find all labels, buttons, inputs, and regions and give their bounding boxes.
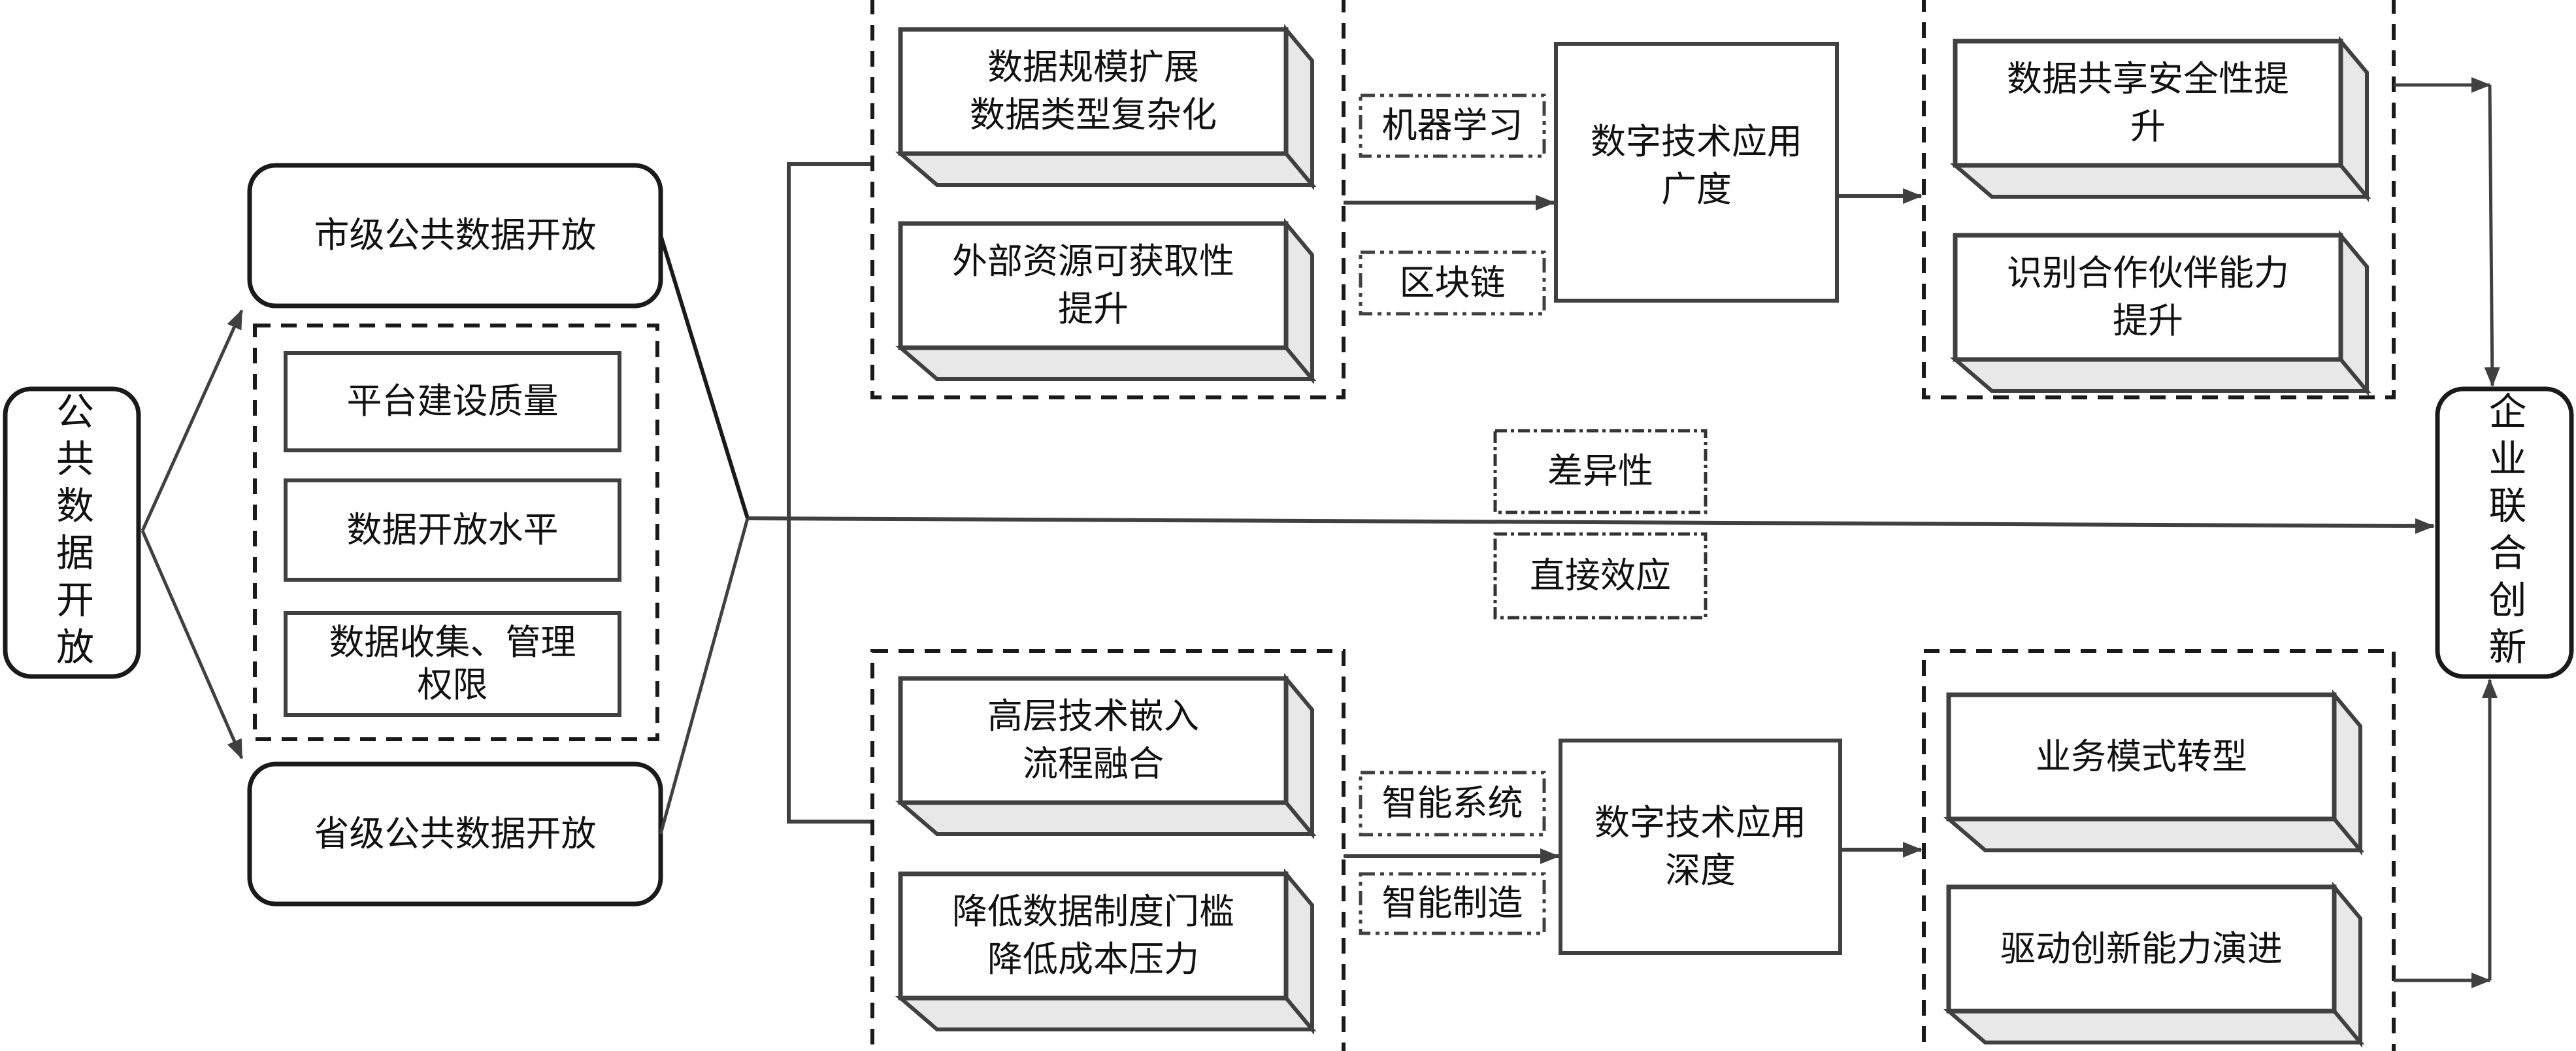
tech-label-intelligent-manufacturing: 智能制造 [1381,882,1523,924]
box3d-depth-input-embedding [895,673,1317,840]
depth-input-label-cost: 降低数据制度门槛 降低成本压力 [952,891,1234,980]
dimension-box-platform [284,351,621,452]
box3d-depth-outcome-business-front-face [1946,692,2337,822]
box3d-breadth-outcome-security-front-face [1953,39,2343,168]
breadth-inputs-group [870,0,1346,399]
dimensions-group [253,324,659,741]
tech-box-intelligent-manufacturing [1359,872,1546,935]
breadth-input-label-resources: 外部资源可获取性 提升 [952,241,1234,329]
connector-city-to-hub [659,235,750,519]
box3d-depth-input-cost-bottom-face [895,996,1317,1031]
depth-inputs-group [870,649,1346,1051]
dimension-label-management: 数据收集、管理 权限 [329,622,576,705]
breadth-outcomes-group [1922,0,2396,399]
arrow-source-to-city [140,309,244,532]
box3d-depth-outcome-innovation [1943,881,2365,1048]
dimension-box-openness [284,478,621,582]
box3d-depth-input-embedding-front-face [898,676,1289,805]
source-label: 公共数据开放 [50,392,94,674]
box3d-depth-outcome-innovation-bottom-face [1943,1009,2365,1044]
dimension-label-openness: 数据开放水平 [346,509,559,550]
box3d-breadth-input-resources [895,218,1317,385]
dimension-box-management [284,611,621,717]
connector-province-to-hub [659,518,750,835]
tech-label-machine-learning: 机器学习 [1381,105,1523,146]
box3d-breadth-outcome-security-bottom-face [1949,163,2371,199]
arrow-source-to-province [140,529,244,759]
tech-box-machine-learning [1359,93,1546,158]
depth-node-box [1559,739,1842,955]
box3d-breadth-input-scale-front-face [898,27,1289,156]
source-box [3,386,141,679]
depth-outcome-label-innovation: 驱动创新能力演进 [2000,927,2283,969]
connector-hub-branches [787,162,871,824]
depth-outcomes-group [1922,649,2396,1051]
tech-box-blockchain [1359,250,1546,316]
tech-label-blockchain: 区块链 [1399,261,1506,303]
box3d-breadth-outcome-security [1949,35,2371,203]
depth-node-label: 数字技术应用 深度 [1594,801,1806,891]
box3d-depth-outcome-innovation-front-face [1946,884,2337,1014]
breadth-node-box [1554,42,1839,303]
direct-label-heterogeneity: 差异性 [1547,450,1653,492]
city-level-label: 市级公共数据开放 [314,214,597,256]
tech-label-intelligent-systems: 智能系统 [1381,782,1523,824]
target-label: 企业联合创新 [2482,392,2527,674]
arrow-direct-effect [747,516,2435,534]
box3d-breadth-outcome-partners-front-face [1953,233,2343,362]
box3d-breadth-input-resources-bottom-face [895,346,1317,381]
box3d-depth-outcome-business-bottom-face [1943,817,2365,852]
province-level-label: 省级公共数据开放 [314,812,597,854]
breadth-outcome-label-partners: 识别合作伙伴能力 提升 [2007,252,2289,341]
box3d-breadth-input-resources-front-face [898,221,1289,350]
breadth-input-label-scale: 数据规模扩展 数据类型复杂化 [970,46,1217,135]
dimension-label-platform: 平台建设质量 [346,380,559,422]
depth-outcome-label-business: 业务模式转型 [2036,735,2247,777]
box3d-depth-input-embedding-bottom-face [895,801,1317,836]
breadth-node-label: 数字技术应用 广度 [1591,121,1802,210]
depth-input-label-embedding: 高层技术嵌入 流程融合 [987,695,1199,784]
box3d-breadth-outcome-partners-bottom-face [1949,358,2371,393]
box3d-depth-input-cost-front-face [898,871,1289,1001]
label-box-heterogeneity [1493,429,1708,514]
target-box [2435,386,2574,679]
box3d-breadth-outcome-partners [1949,229,2371,397]
direct-label-direct-effect: 直接效应 [1530,554,1671,596]
tech-box-intelligent-systems [1359,771,1546,837]
breadth-outcome-label-security: 数据共享安全性提 升 [2007,58,2289,147]
label-box-direct-effect [1493,532,1708,620]
box3d-breadth-input-scale [895,24,1317,191]
connector-breadth-down [2484,84,2500,387]
box3d-depth-input-cost [895,868,1317,1035]
box3d-breadth-input-scale-bottom-face [895,152,1317,187]
box3d-depth-outcome-business [1943,689,2365,856]
